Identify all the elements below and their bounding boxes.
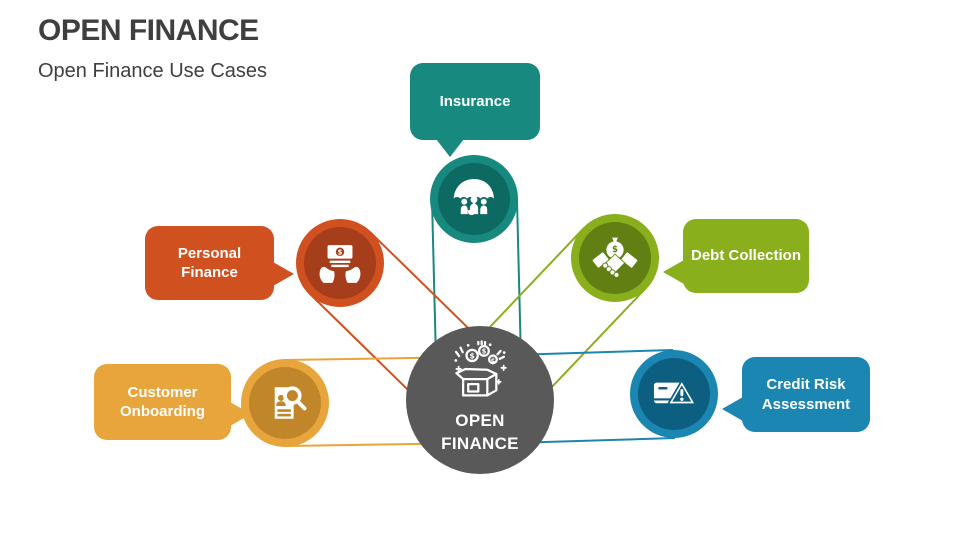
umbrella-family-icon xyxy=(453,178,494,216)
dollar-glyph: $ xyxy=(469,351,474,360)
customer-onboarding-circle xyxy=(241,359,329,447)
cent-glyph: ¢ xyxy=(491,356,495,364)
debt-collection-circle: $ xyxy=(571,214,659,302)
document-search-icon xyxy=(274,386,307,419)
credit-risk-bubble: Credit Risk Assessment xyxy=(722,357,870,432)
creditcard-warning-icon xyxy=(653,378,698,406)
hands-money-icon: $ xyxy=(319,245,361,283)
insurance-circle-inner xyxy=(438,163,510,235)
insurance-bubble: Insurance xyxy=(410,63,540,157)
page-subtitle: Open Finance Use Cases xyxy=(38,60,268,82)
center-label-line2: FINANCE xyxy=(441,433,519,453)
debt-collection-bubble-label: Debt Collection xyxy=(690,247,801,265)
dollar-glyph: $ xyxy=(482,348,487,356)
handshake-moneybag-icon: $ xyxy=(592,237,638,278)
customer-onboarding-bubble-label: Customer Onboarding xyxy=(120,383,205,421)
customer-onboarding-bubble: Customer Onboarding xyxy=(94,364,251,440)
personal-finance-bubble: Personal Finance xyxy=(145,226,294,300)
personal-finance-circle: $ xyxy=(296,219,384,307)
customer-onboarding-circle-inner xyxy=(249,367,321,439)
dollar-glyph: $ xyxy=(612,245,618,255)
personal-finance-circle-inner: $ xyxy=(304,227,376,299)
center-label: OPEN FINANCE xyxy=(441,410,519,456)
debt-collection-circle-inner: $ xyxy=(579,222,651,294)
credit-risk-bubble-label: Credit Risk Assessment xyxy=(761,376,851,413)
credit-risk-circle-inner xyxy=(638,358,710,430)
insurance-circle xyxy=(430,155,518,243)
personal-finance-bubble-label: Personal Finance xyxy=(177,244,242,282)
dollar-glyph: $ xyxy=(338,248,343,257)
credit-risk-circle xyxy=(630,350,718,438)
center-label-line1: OPEN xyxy=(455,411,505,430)
insurance-bubble-label: Insurance xyxy=(439,92,511,110)
debt-collection-bubble: Debt Collection xyxy=(663,219,809,293)
center-open-finance-circle: $ $ ¢ OPEN FINANCE xyxy=(406,326,554,474)
open-box-coins-icon: $ $ ¢ xyxy=(454,340,507,397)
page-title: OPEN FINANCE xyxy=(38,14,259,47)
